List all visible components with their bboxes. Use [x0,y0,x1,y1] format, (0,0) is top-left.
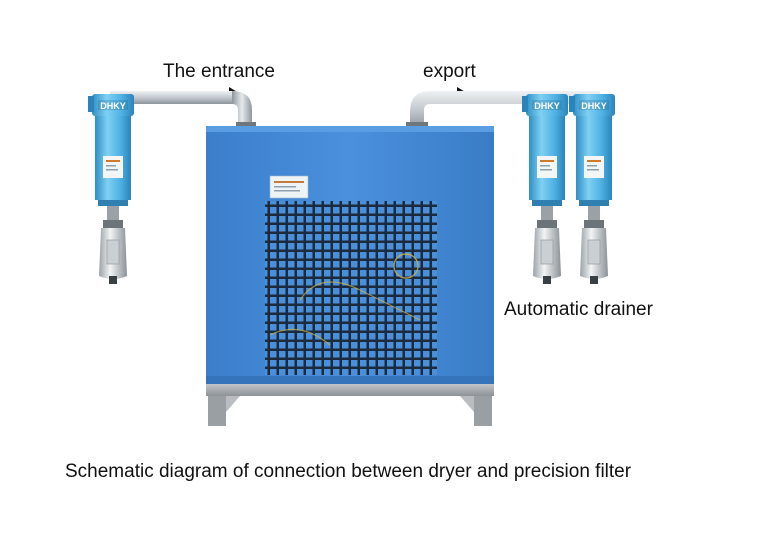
dryer-base [206,384,494,426]
drainer-label: Automatic drainer [504,299,653,320]
entrance-label: The entrance [163,61,275,82]
precision-filter-inlet: DHKY [88,94,134,284]
dryer-cabinet [206,126,494,384]
filter-logo: DHKY [100,101,126,111]
caption: Schematic diagram of connection between … [65,461,632,482]
precision-filter-outlet-2: DHKY [569,94,615,284]
filter-logo: DHKY [581,101,607,111]
filter-logo: DHKY [534,101,560,111]
precision-filter-outlet-1: DHKY [522,94,568,284]
export-label: export [423,61,476,82]
